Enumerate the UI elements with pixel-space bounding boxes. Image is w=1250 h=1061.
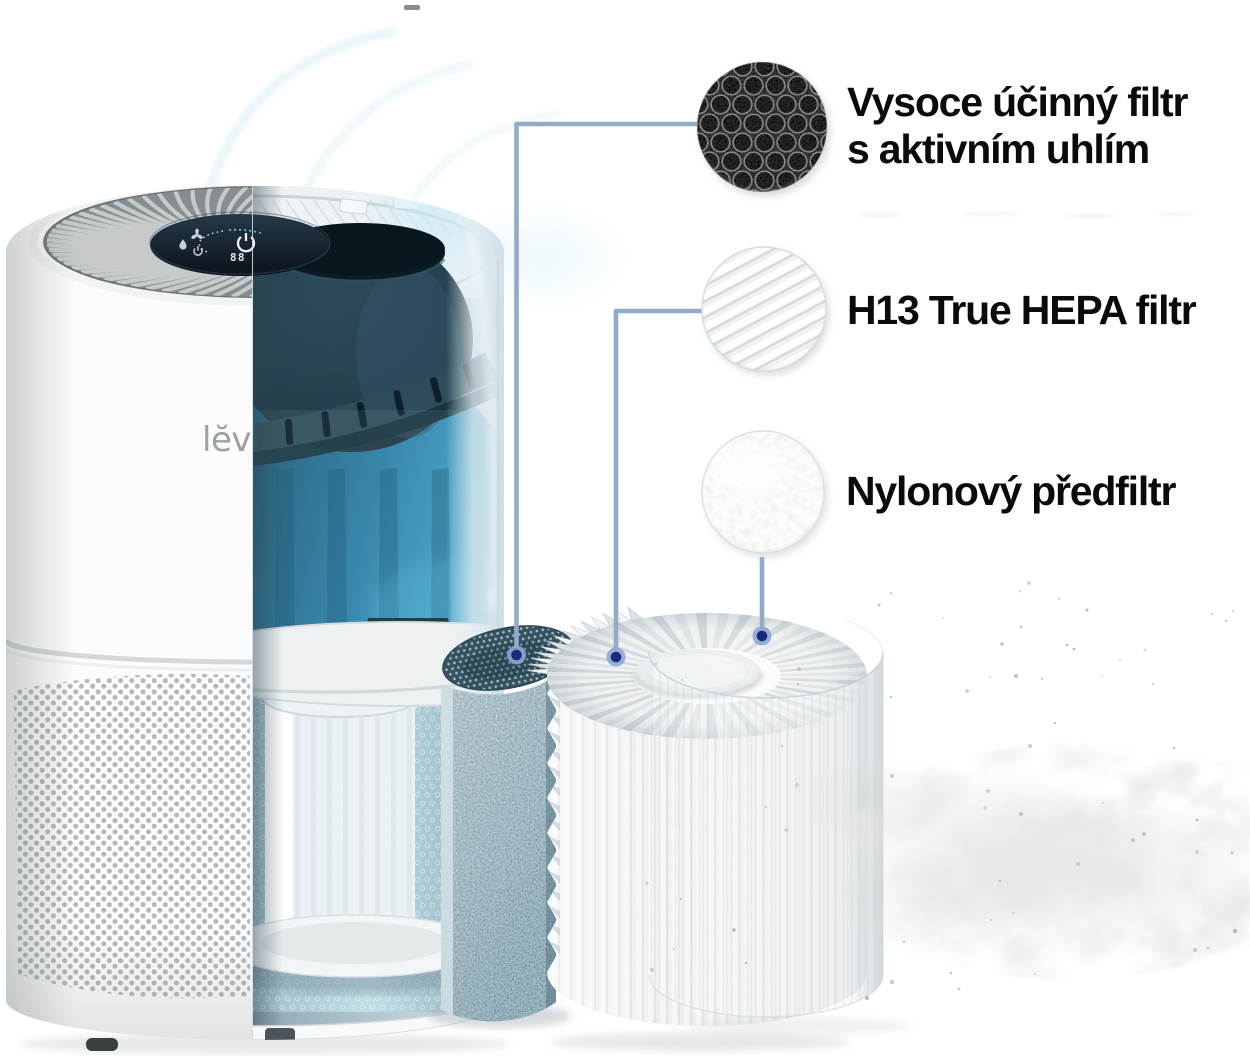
brand-logo: lĕvoit (202, 420, 293, 460)
connector-markers (507, 626, 772, 667)
body-bottom-shading (6, 930, 253, 1040)
label-carbon-line1: Vysoce účinný filtr (847, 79, 1188, 125)
top-edge-artifact (404, 5, 420, 10)
timer-ticks-icon (198, 230, 224, 253)
callout-connectors (514, 121, 765, 650)
connector-hepa (613, 308, 703, 650)
label-carbon-filter: Vysoce účinný filtr s aktivním uhlím (847, 79, 1188, 173)
filter-shadows (550, 1018, 910, 1051)
airflow-swirl-lines (205, 27, 560, 218)
drop-icon (179, 239, 187, 250)
panel-display: 88 (230, 251, 246, 264)
dust-speckles (645, 581, 1238, 1001)
floor-shadow (20, 1034, 510, 1054)
label-hepa-filter: H13 True HEPA filtr (847, 287, 1197, 334)
label-hepa-line1: H13 True HEPA filtr (847, 287, 1197, 333)
body-left-shading (6, 200, 76, 1040)
carbon-filter (428, 625, 574, 1028)
label-prefilter-line1: Nylonový předfiltr (846, 468, 1176, 514)
label-carbon-line2: s aktivním uhlím (847, 126, 1150, 172)
control-panel: 88 (149, 211, 331, 276)
nylon-fleece-swatch (701, 430, 827, 557)
foot (86, 1038, 118, 1051)
marker-hepa (606, 647, 626, 667)
nylon-prefilter (648, 619, 884, 1018)
activated-carbon-honeycomb-swatch (696, 61, 830, 196)
connector-carbon (514, 121, 699, 648)
marker-prefilter (752, 626, 772, 646)
fan-speed-icon (191, 228, 203, 239)
power-button-icon (236, 233, 256, 253)
smoke-cloud (645, 581, 1250, 1001)
swatch-insets (696, 61, 830, 557)
faint-smudge-artifact (858, 211, 1195, 219)
power-icon (193, 246, 203, 256)
label-nylon-prefilter: Nylonový předfiltr (846, 468, 1176, 515)
marker-carbon (507, 645, 526, 665)
